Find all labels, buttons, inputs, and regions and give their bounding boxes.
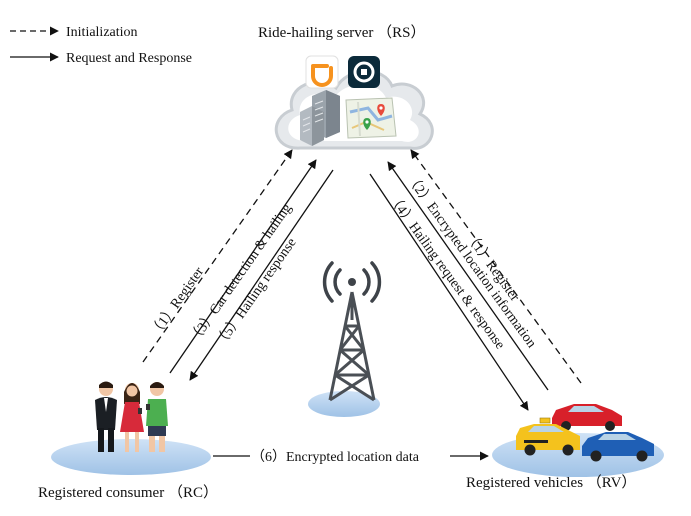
blue-car-icon bbox=[582, 432, 654, 462]
red-car-icon bbox=[552, 404, 622, 431]
server-label: Ride-hailing server （RS） bbox=[258, 24, 425, 41]
vehicles-label: Registered vehicles （RV） bbox=[466, 474, 636, 491]
server-buildings-icon bbox=[300, 90, 340, 146]
arrow-rv-location bbox=[387, 161, 549, 391]
uber-logo-icon bbox=[348, 56, 380, 88]
legend-initialization: Initialization bbox=[66, 25, 138, 40]
yellow-taxi-icon bbox=[516, 417, 580, 456]
arrow-rv-register bbox=[410, 149, 582, 384]
label-location-data: （6）Encrypted location data bbox=[251, 449, 420, 465]
legend-request-response: Request and Response bbox=[66, 51, 192, 66]
label-bg bbox=[250, 446, 450, 464]
consumer-label: Registered consumer （RC） bbox=[38, 484, 218, 501]
didi-logo-icon bbox=[305, 55, 339, 89]
arrow-rv-request bbox=[369, 173, 529, 411]
consumer-platform bbox=[51, 439, 211, 475]
map-icon bbox=[345, 97, 397, 139]
cell-tower-icon bbox=[322, 261, 382, 402]
tower-platform bbox=[308, 391, 380, 417]
legend: Initialization Request and Response bbox=[10, 25, 192, 66]
consumer-people-icon bbox=[95, 381, 168, 452]
arrow-rc-detection bbox=[169, 159, 317, 374]
arrow-rc-response bbox=[189, 169, 334, 381]
label-rv-location: （2）Encrypted location information bbox=[403, 171, 540, 351]
